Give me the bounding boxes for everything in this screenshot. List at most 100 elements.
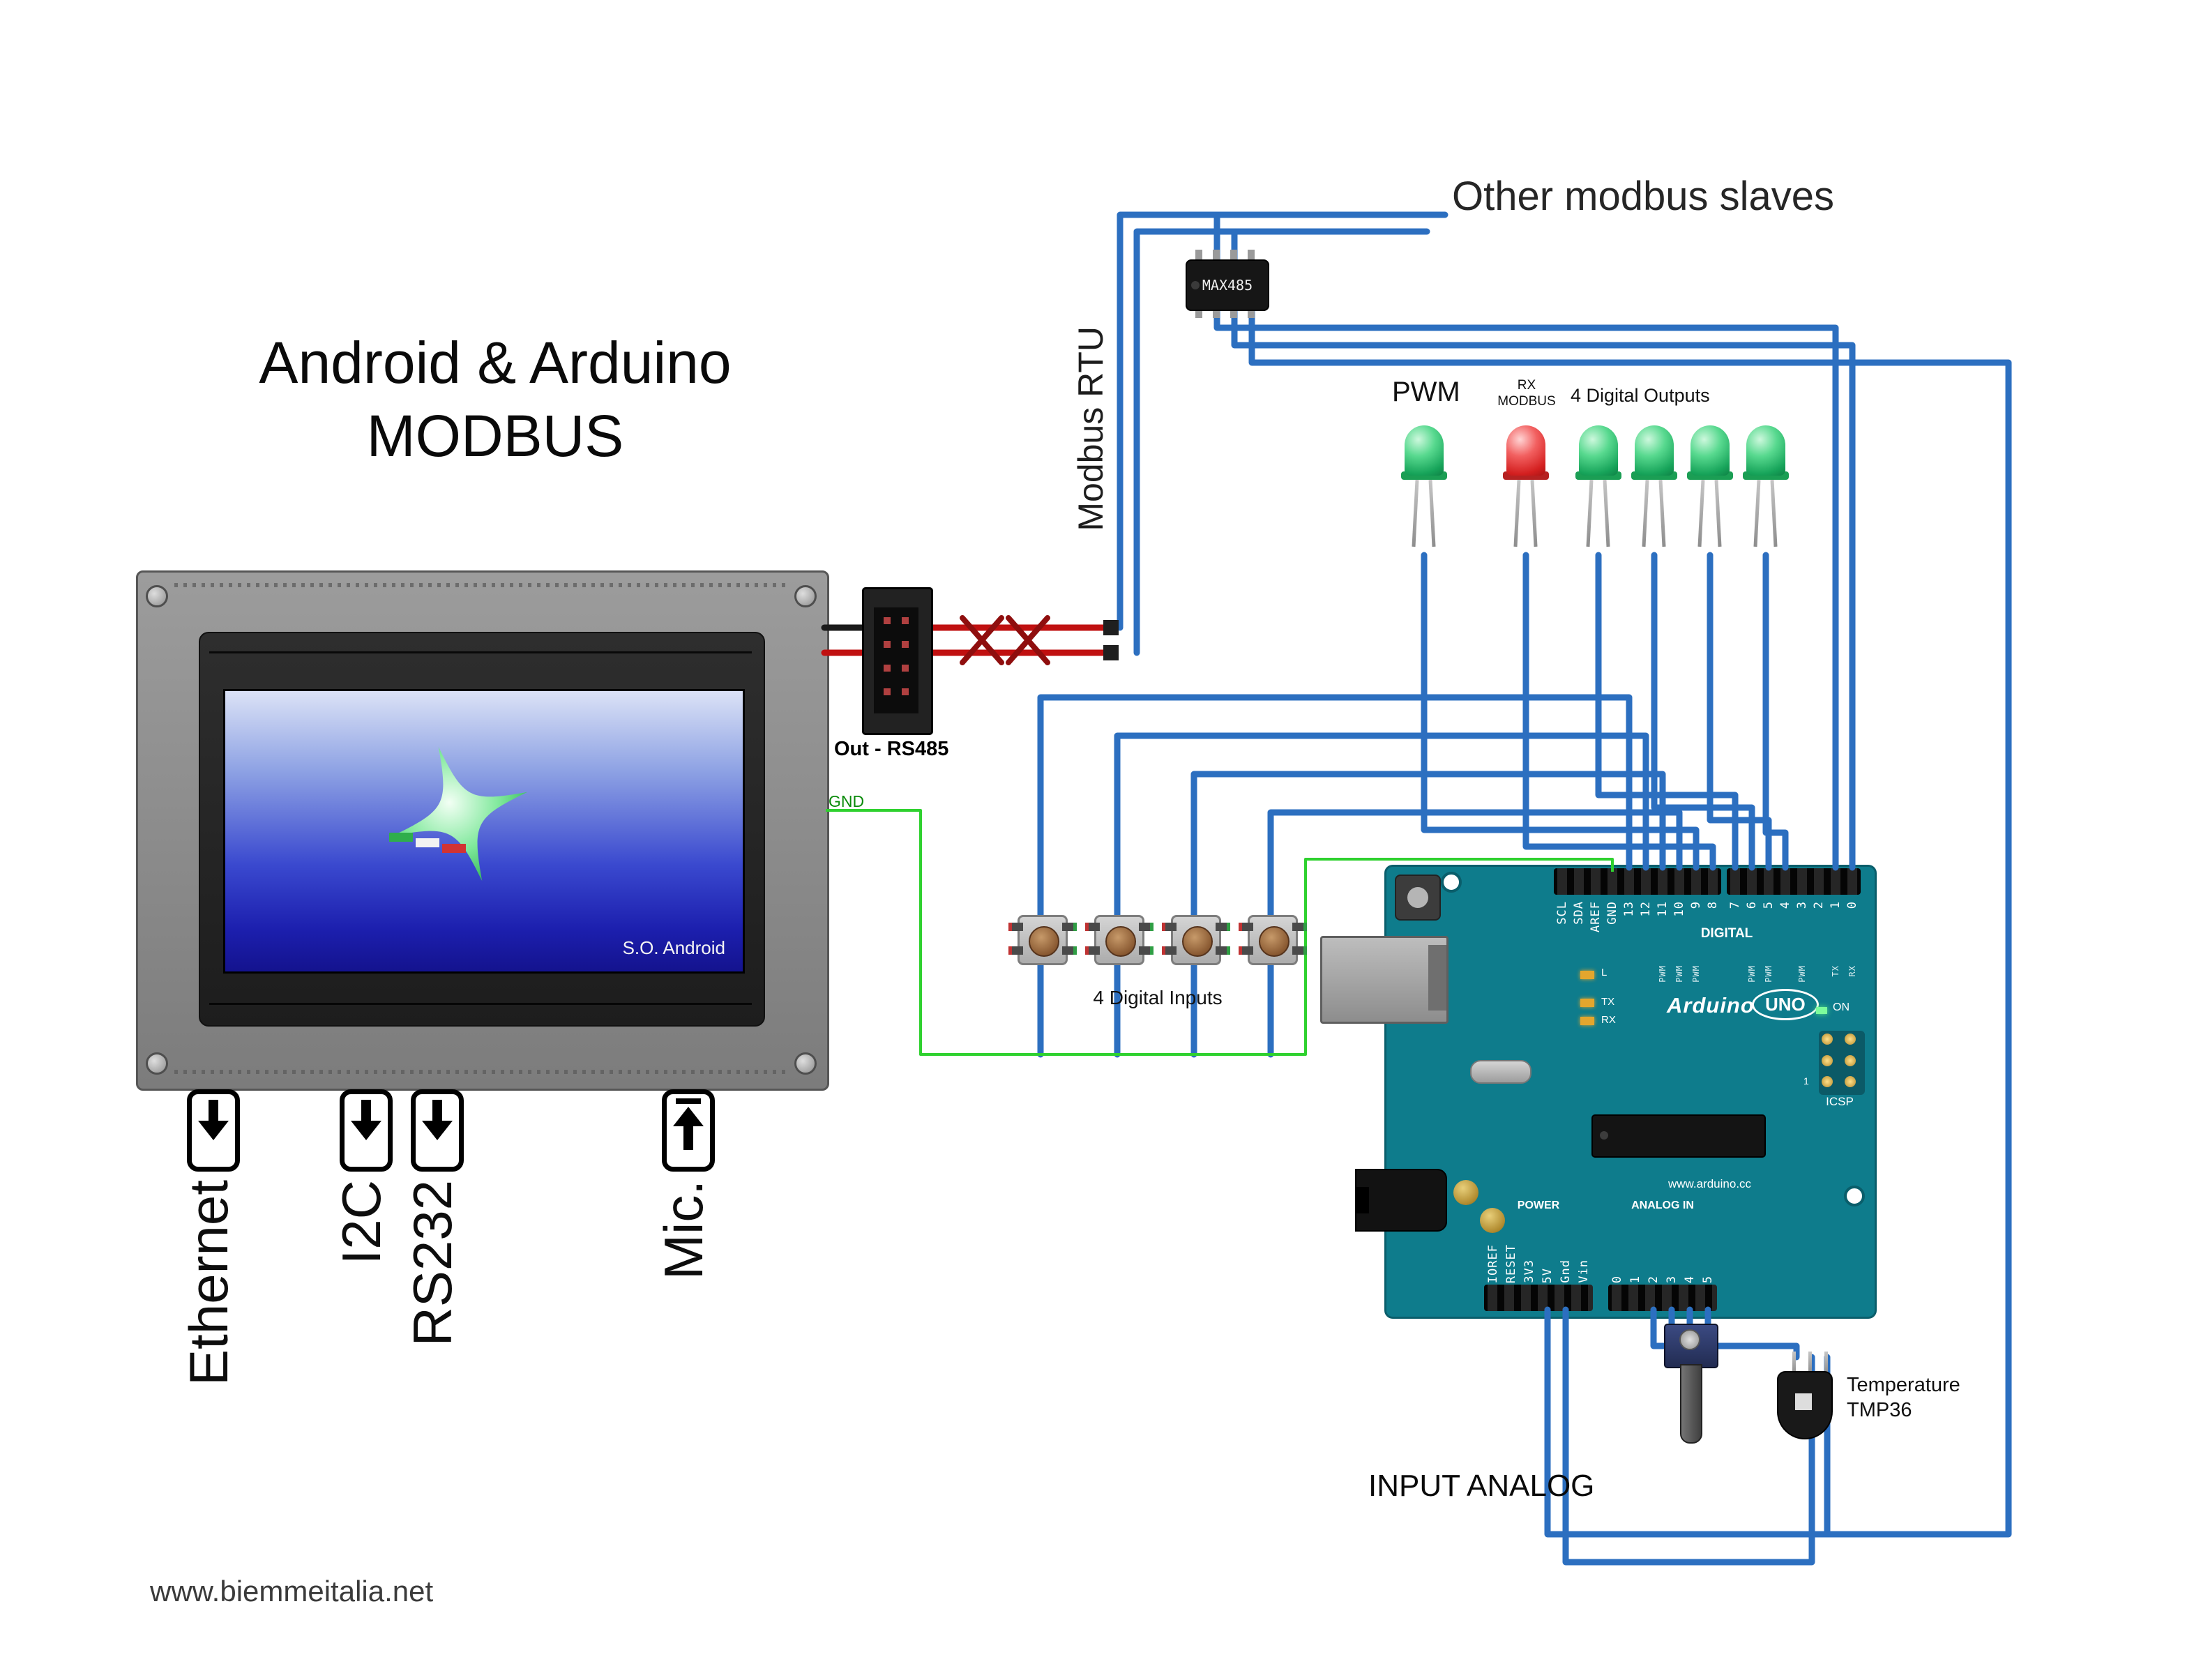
arrow-down-icon [198, 1121, 229, 1140]
pwm-led-label: PWM [1392, 377, 1460, 407]
led-rxmodbus-red-icon [1503, 425, 1549, 575]
tmp36-leg [1792, 1352, 1796, 1374]
button-cap [1029, 926, 1059, 957]
power-label: POWER [1517, 1200, 1560, 1211]
idc-pin [902, 641, 909, 648]
led-leg [1530, 479, 1538, 547]
reset-button-cap [1407, 887, 1428, 908]
i2c-port-icon [340, 1089, 393, 1172]
star-shape [393, 746, 528, 881]
screen-os-label: S.O. Android [622, 937, 725, 958]
max485-pin [1213, 308, 1220, 318]
power-jack [1355, 1169, 1447, 1232]
max485-label: MAX485 [1202, 277, 1253, 294]
on-label: ON [1833, 1001, 1850, 1013]
led-output3-icon [1687, 425, 1733, 575]
rx-modbus-led-label: RX MODBUS [1488, 378, 1565, 410]
digital-outputs-label: 4 Digital Outputs [1571, 385, 1710, 406]
arrow-stem [209, 1100, 218, 1121]
led-body [1746, 425, 1785, 476]
tx-label: TX [1601, 996, 1615, 1008]
tmp36-marking [1795, 1393, 1812, 1410]
led-output1-icon [1575, 425, 1621, 575]
button-pad [1162, 923, 1177, 931]
button-pad [1216, 923, 1230, 931]
wire-twist-4 [1006, 615, 1050, 665]
button-pad [1008, 923, 1023, 931]
max485-pin [1195, 250, 1202, 259]
push-button-3 [1162, 915, 1230, 965]
led-leg [1603, 479, 1610, 547]
arrow-stem [432, 1100, 442, 1121]
wire-tmp36-left [1650, 1306, 1800, 1361]
wire-twist-2 [960, 615, 1004, 665]
rx-line1: RX [1517, 378, 1536, 393]
wire-gnd [826, 809, 1614, 1056]
led-leg [1770, 479, 1778, 547]
case-screw-icon [146, 1052, 168, 1075]
arrow-stem [361, 1100, 371, 1121]
chip-notch [1191, 281, 1200, 289]
tmp36-sensor [1777, 1371, 1833, 1439]
led-output2-icon [1631, 425, 1677, 575]
title-line2: MODBUS [366, 403, 624, 469]
idc-pin [884, 665, 891, 672]
led-body [1579, 425, 1618, 476]
led-l-icon [1580, 971, 1594, 979]
button-pad [1239, 923, 1253, 931]
bezel-groove [209, 1003, 752, 1005]
atmega-chip [1591, 1114, 1766, 1158]
digital-header-right [1727, 868, 1861, 895]
crystal-icon [1470, 1060, 1531, 1084]
button-pad [1139, 946, 1154, 955]
rs485-idc-connector [862, 587, 933, 735]
temperature-line2: TMP36 [1847, 1399, 1912, 1422]
arduino-model-badge: UNO [1752, 989, 1819, 1020]
flag-red-bar [442, 844, 466, 853]
push-button-1 [1008, 915, 1077, 965]
rx-line2: MODBUS [1497, 393, 1556, 409]
wire-power-bus [1248, 305, 2012, 1538]
button-cap [1105, 926, 1136, 957]
diagram-title: Android & Arduino MODBUS [174, 326, 816, 473]
wire-button1 [1037, 694, 1633, 920]
android-logo-star-icon [393, 746, 528, 881]
wire-button2 [1114, 732, 1649, 920]
icsp-pin-icon [1822, 1034, 1833, 1045]
led-rx-icon [1580, 1017, 1594, 1025]
arrow-bar [676, 1098, 701, 1104]
icsp-label: ICSP [1826, 1095, 1854, 1108]
max485-pin [1195, 308, 1202, 318]
max485-chip: MAX485 [1186, 259, 1269, 311]
icsp-pin-icon [1845, 1034, 1856, 1045]
max485-pin [1248, 308, 1255, 318]
capacitor-icon [1480, 1208, 1505, 1233]
wire-tmp36-mid [1562, 1306, 1815, 1566]
arduino-url: www.arduino.cc [1668, 1177, 1752, 1190]
led-leg [1586, 479, 1594, 547]
capacitor-icon [1453, 1180, 1478, 1205]
reset-button-icon [1395, 875, 1441, 921]
wire-button3 [1190, 771, 1666, 920]
max485-pin [1230, 308, 1237, 318]
potentiometer-shaft [1680, 1364, 1702, 1444]
led-leg [1697, 479, 1705, 547]
rx-label: RX [1601, 1014, 1616, 1026]
led-leg [1642, 479, 1649, 547]
temperature-line1: Temperature [1847, 1374, 1960, 1396]
usb-connector [1320, 936, 1449, 1024]
led-body [1506, 425, 1545, 476]
wire-led-out2 [1651, 552, 1755, 871]
led-leg [1513, 479, 1521, 547]
ethernet-port-icon [187, 1089, 240, 1172]
icsp-pin-icon [1845, 1054, 1856, 1066]
icsp-pin-icon [1822, 1076, 1833, 1088]
flag-green-bar [389, 833, 413, 842]
max485-pin [1213, 250, 1220, 259]
other-slaves-label: Other modbus slaves [1452, 174, 1835, 219]
idc-slot [874, 607, 918, 713]
power-header [1484, 1285, 1593, 1311]
button-cap [1182, 926, 1213, 957]
on-led-icon [1816, 1007, 1827, 1014]
